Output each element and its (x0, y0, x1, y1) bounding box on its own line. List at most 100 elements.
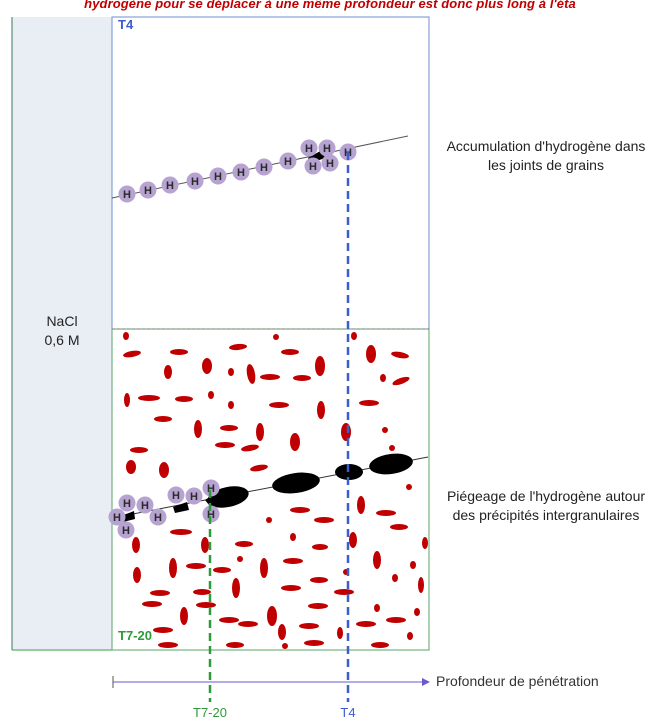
precipitate (304, 640, 324, 646)
hydrogen-atoms-group: HHHHHHHHHHHHHHHHHHHHHH (108, 139, 357, 539)
precipitate (194, 420, 202, 438)
hydrogen-atom: H (167, 486, 185, 504)
hydrogen-atom-disc (118, 185, 136, 203)
hydrogen-atom: H (149, 508, 167, 526)
precipitate (380, 374, 386, 382)
zone-t4-frame (111, 16, 430, 330)
precipitate (299, 623, 319, 629)
precipitate (154, 416, 172, 422)
hydrogen-atom-symbol: H (113, 512, 121, 524)
hydrogen-atom: H (321, 154, 339, 172)
precipitate (382, 427, 388, 433)
annotation-precipitates: Piégeage de l'hydrogène autour des préci… (446, 488, 646, 523)
hydrogen-atom-symbol: H (214, 171, 222, 183)
solution-concentration: 0,6 M (44, 332, 80, 348)
precipitate (142, 601, 162, 607)
precipitate (391, 351, 409, 359)
intergranular-precipitates-group (207, 453, 413, 508)
precipitate (220, 425, 238, 431)
hydrogen-atom-disc (117, 521, 135, 539)
precipitate (341, 423, 351, 441)
precipitate (180, 607, 188, 625)
precipitate (266, 517, 272, 523)
hydrogen-atom: H (118, 494, 136, 512)
hydrogen-atom-disc (318, 139, 336, 157)
hydrogen-atom-symbol: H (260, 162, 268, 174)
precipitate (150, 590, 170, 596)
precipitate (392, 574, 398, 582)
precipitate (123, 350, 141, 358)
precipitate (228, 368, 234, 376)
hydrogen-atom-symbol: H (144, 185, 152, 197)
precipitates-group (123, 332, 428, 649)
precipitate (389, 445, 395, 451)
solution-label: NaCl 0,6 M (12, 312, 112, 350)
hydrogen-atom-symbol: H (326, 158, 334, 170)
precipitate (208, 391, 214, 399)
precipitate (158, 642, 178, 648)
precipitate (232, 578, 240, 598)
precipitate (390, 524, 408, 530)
precipitate (406, 484, 412, 490)
precipitate (132, 537, 140, 553)
hydrogen-atom: H (108, 508, 126, 526)
hydrogen-atom: H (117, 521, 135, 539)
precipitate (226, 642, 244, 648)
precipitate (290, 507, 310, 513)
precipitate (293, 375, 311, 381)
solution-panel (12, 17, 112, 649)
hydrogen-atom-disc (202, 505, 220, 523)
zone-t4-label: T4 (118, 17, 134, 32)
hydrogen-atom-symbol: H (123, 189, 131, 201)
precipitate (260, 558, 268, 578)
hydrogen-atom: H (202, 505, 220, 523)
hydrogen-atom-disc (321, 154, 339, 172)
hydrogen-atom: H (279, 152, 297, 170)
intergranular-precipitate (272, 472, 320, 494)
depth-axis-arrowhead (422, 678, 430, 686)
hydrogen-atom-disc (202, 479, 220, 497)
hydrogen-atom-disc (161, 176, 179, 194)
hydrogen-atom-symbol: H (305, 143, 313, 155)
precipitate (359, 400, 379, 406)
precipitate (123, 332, 129, 340)
precipitate (281, 585, 301, 591)
hydrogen-atom-disc (136, 496, 154, 514)
precipitate (373, 551, 381, 569)
depth-marker-t7-20-label: T7-20 (193, 705, 227, 720)
precipitate (175, 396, 193, 402)
precipitate (138, 395, 160, 401)
precipitate (164, 365, 172, 379)
hydrogen-atom: H (300, 139, 318, 157)
hydrogen-atom-symbol: H (191, 176, 199, 188)
precipitate (202, 358, 212, 374)
precipitate (169, 558, 177, 578)
hydrogen-atom-disc (108, 508, 126, 526)
precipitate (314, 517, 334, 523)
precipitate (282, 643, 288, 649)
hydrogen-atom: H (136, 496, 154, 514)
precipitate (374, 604, 380, 612)
precipitate (215, 442, 235, 448)
precipitate (267, 606, 277, 626)
hydrogen-atom-disc (118, 494, 136, 512)
hydrogen-atom-symbol: H (141, 500, 149, 512)
precipitate (349, 532, 357, 548)
precipitate (278, 624, 286, 640)
precipitate (310, 577, 328, 583)
hydrogen-atom-disc (300, 139, 318, 157)
precipitate (366, 345, 376, 363)
hydrogen-atom-symbol: H (123, 498, 131, 510)
precipitate (281, 349, 299, 355)
precipitate (237, 556, 243, 562)
precipitate (241, 444, 259, 452)
precipitate (269, 402, 289, 408)
precipitate (229, 343, 247, 351)
precipitate (356, 621, 376, 627)
precipitate (153, 627, 173, 633)
precipitate (337, 627, 343, 639)
hydrogen-atom-symbol: H (122, 525, 130, 537)
hydrogen-atom-symbol: H (190, 491, 198, 503)
solution-name: NaCl (46, 313, 78, 329)
